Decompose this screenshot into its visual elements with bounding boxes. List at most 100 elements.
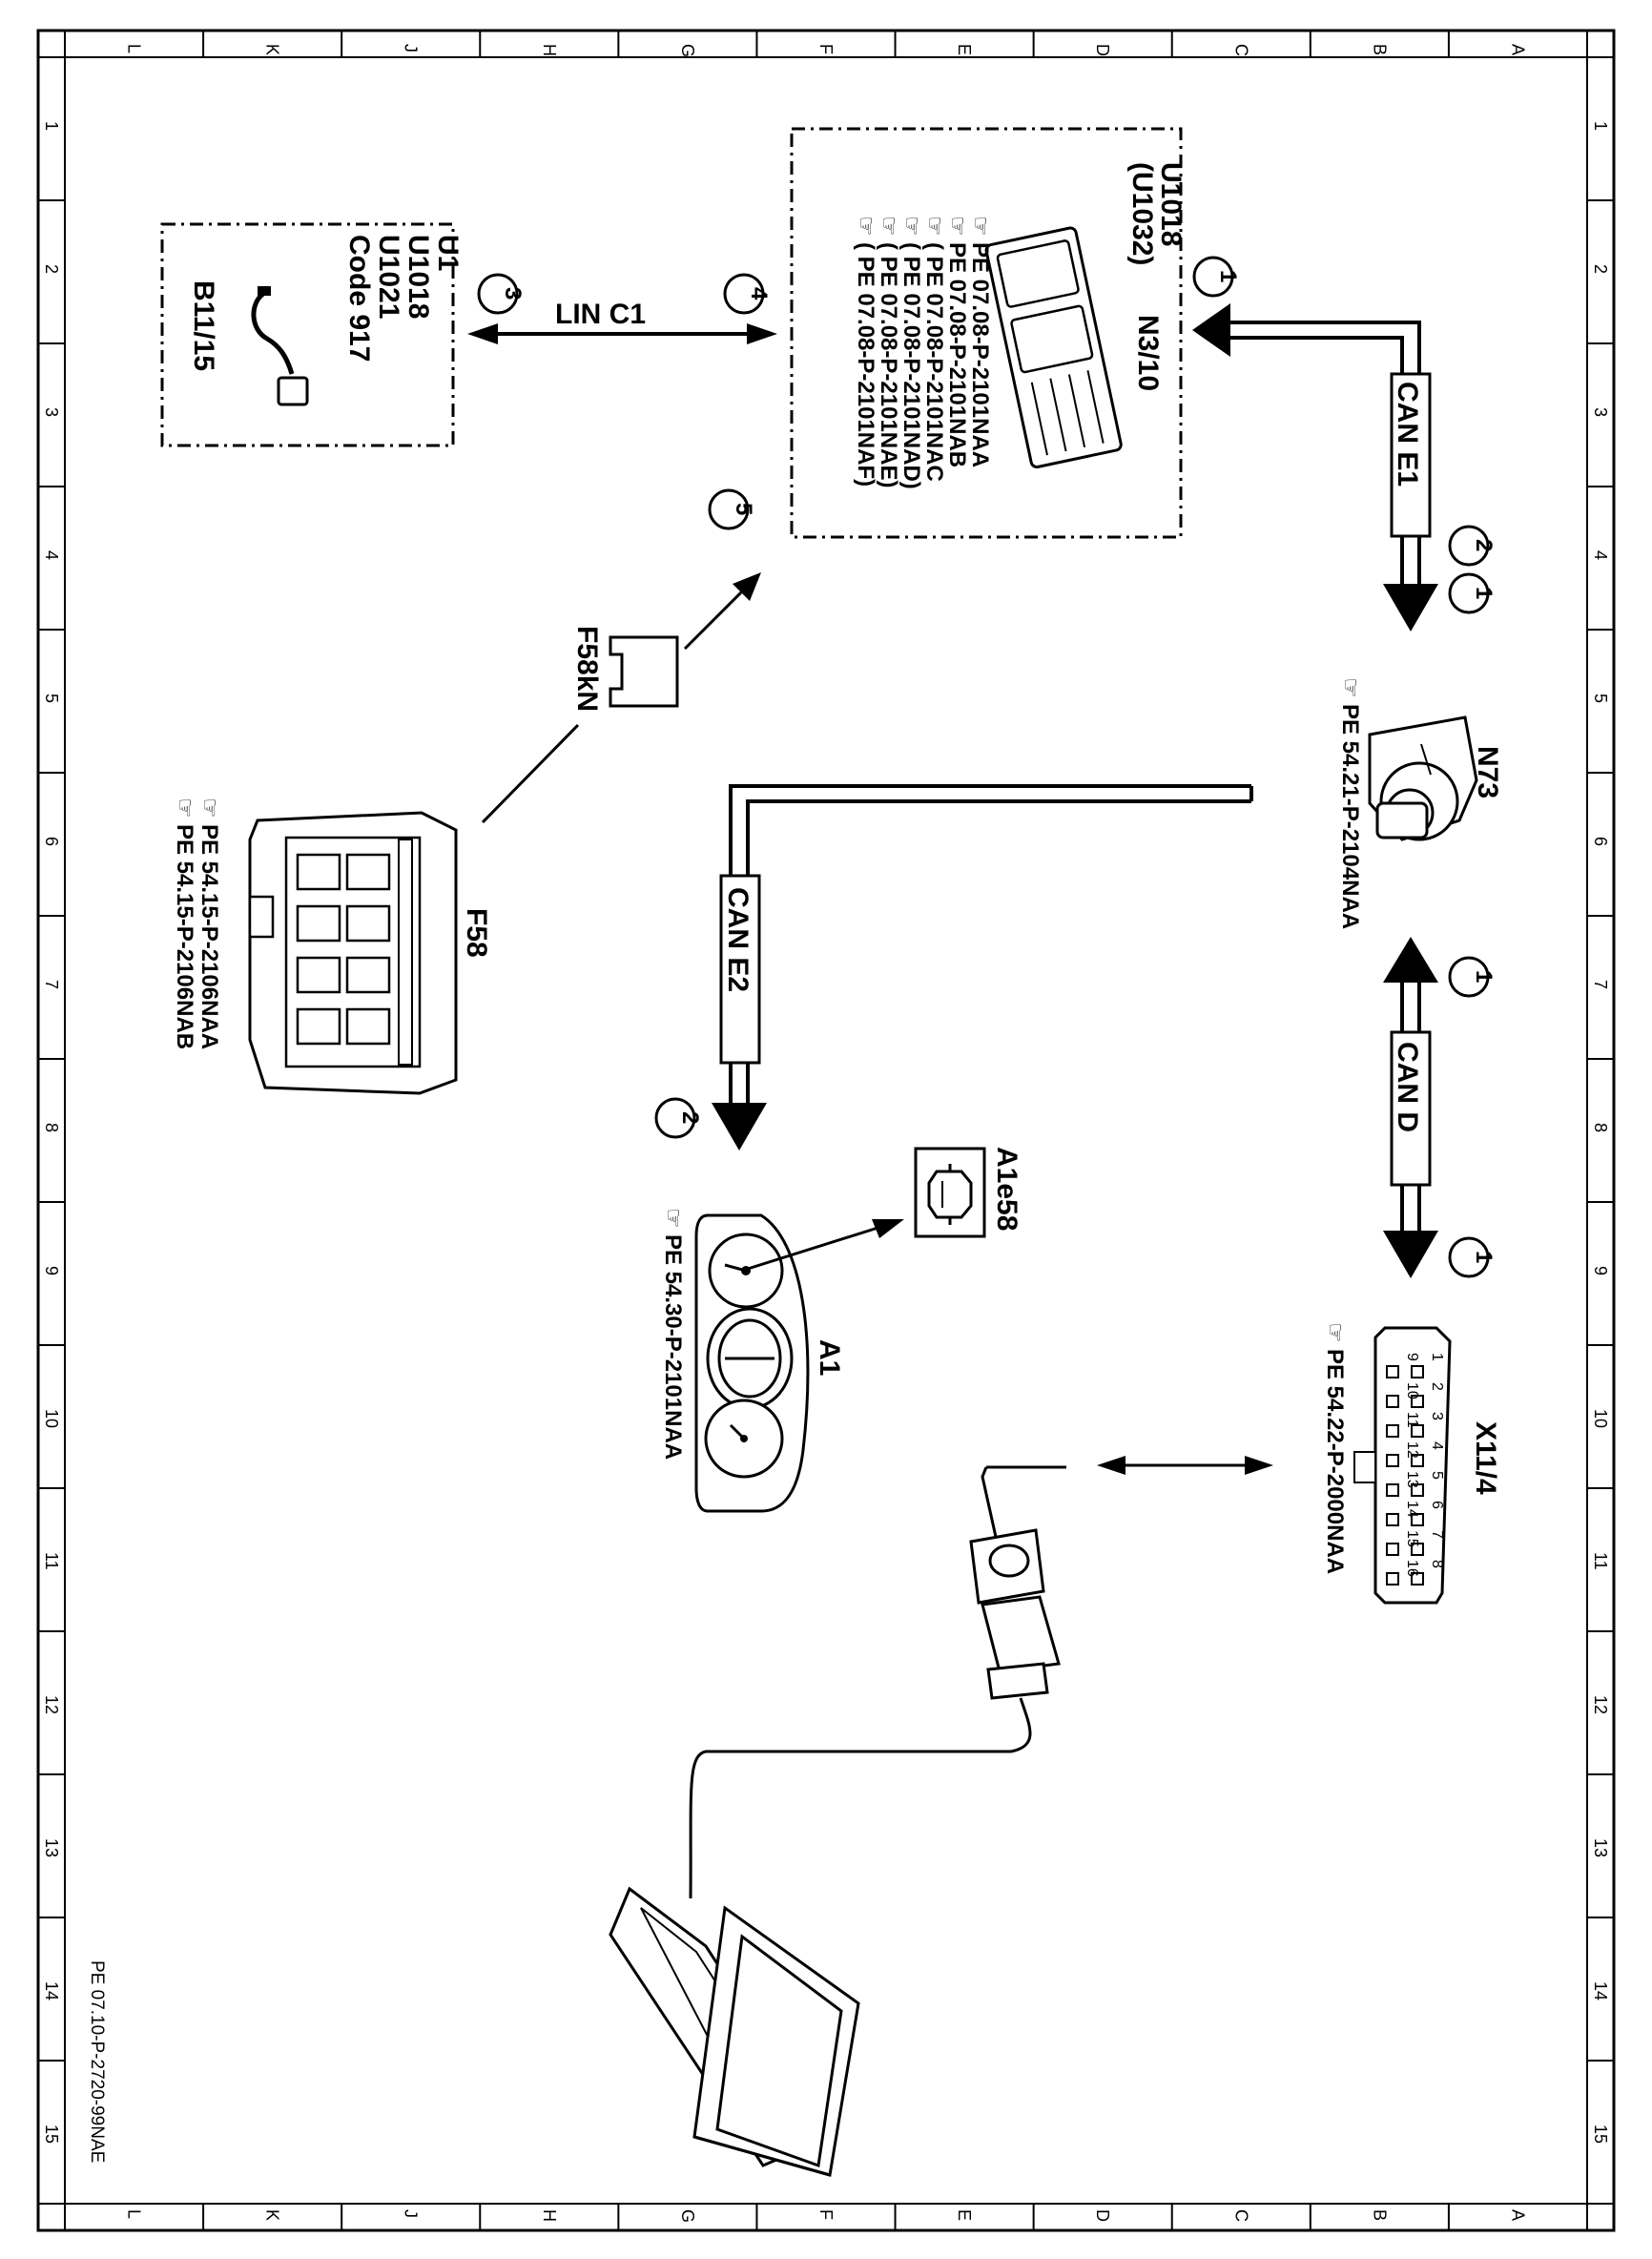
row-number: 1: [1591, 121, 1610, 131]
callout-number: 2: [677, 1111, 703, 1124]
obd-pin-number: 1: [1429, 1353, 1445, 1361]
row-number: 4: [1591, 550, 1610, 560]
obd-pin-number: 6: [1429, 1501, 1445, 1509]
obd-pin-number: 7: [1429, 1530, 1445, 1539]
callout-circle: [1448, 572, 1490, 614]
n73-name: N73: [1472, 746, 1503, 798]
callout-circle: [1448, 956, 1490, 998]
n3-10-references: ☞PE 07.08-P-2101NAA☞PE 07.08-P-2101NAB☞(…: [853, 216, 993, 489]
column-letter: F: [816, 2209, 836, 2220]
column-letter: L: [125, 44, 144, 53]
x11-4-name: X11/4: [1470, 1421, 1501, 1495]
n3-10-name: N3/10: [1132, 315, 1164, 391]
n3-10-reference-item: ( PE 07.08-P-2101NAE): [876, 242, 901, 487]
row-number: 3: [42, 407, 61, 417]
obd-pin: [1386, 1572, 1399, 1585]
tester-link: [609, 1456, 1273, 2177]
callout-circle: [654, 1097, 696, 1139]
row-number: 12: [42, 1695, 61, 1714]
frame-ticks: [38, 31, 1614, 2230]
can-e1-arrow-to-n3-10: [1192, 303, 1230, 357]
n3-10-reference-item: ( PE 07.08-P-2101NAF): [853, 242, 878, 487]
row-number: 14: [42, 1981, 61, 2000]
callout-number: 1: [1471, 1251, 1497, 1263]
column-letter: J: [402, 2209, 421, 2218]
obd-pin-number: 5: [1429, 1471, 1445, 1480]
obd-pin-number: 13: [1404, 1471, 1420, 1488]
b11-15-module: U1 U1018 U1021 Code 917 B11/15: [160, 222, 464, 447]
column-letter: E: [955, 2209, 974, 2221]
row-number: 6: [42, 837, 61, 846]
obd-pin: [1411, 1572, 1424, 1585]
row-number: 11: [1591, 1552, 1610, 1570]
can-d-label: CAN D: [1392, 1042, 1423, 1132]
n3-10-reference-item: ( PE 07.08-P-2101NAC: [921, 242, 947, 482]
a1-name: A1: [814, 1339, 845, 1376]
f58-module: F58 ☞ PE 54.15-P-2106NAA ☞ PE 54.15-P-21…: [172, 798, 492, 1095]
n3-10-pointer-icon: ☞: [944, 216, 970, 237]
obd-pin-number: 8: [1429, 1560, 1445, 1568]
row-number: 15: [42, 2124, 61, 2144]
f58kn-module: F58kN: [481, 572, 761, 824]
column-letter: L: [125, 2209, 144, 2219]
obd-pin: [1411, 1543, 1424, 1556]
row-number: 3: [1591, 407, 1610, 417]
row-number: 9: [42, 1266, 61, 1275]
column-letter: D: [1093, 44, 1112, 56]
row-number: 13: [1591, 1838, 1610, 1857]
obd-pin: [1386, 1395, 1399, 1408]
obd-pin-number: 16: [1404, 1560, 1420, 1577]
callout-circle: [1448, 525, 1490, 567]
obd-pin: [1386, 1365, 1399, 1378]
n3-10-pointer-icon: ☞: [921, 216, 947, 237]
column-letter: K: [263, 2209, 282, 2221]
row-number: 8: [42, 1123, 61, 1132]
column-letter: A: [1508, 2209, 1527, 2221]
callout-number: 1: [1471, 587, 1497, 599]
can-e1-bus: CAN E1: [1192, 303, 1438, 632]
row-number: 13: [42, 1838, 61, 1857]
can-e1-label-box: [1390, 372, 1432, 538]
callout-circle: [708, 488, 750, 530]
obd-pin: [1411, 1395, 1424, 1408]
obd-pin: [1411, 1365, 1424, 1378]
obd-pin-number: 11: [1404, 1412, 1420, 1428]
column-letter: J: [402, 44, 421, 52]
can-d-arrow-up: [1383, 937, 1438, 983]
obd-pin: [1411, 1424, 1424, 1438]
ignition-switch-icon: [1368, 715, 1478, 841]
row-number: 6: [1591, 837, 1610, 846]
row-number: 4: [42, 550, 61, 560]
ecu-icon: [984, 226, 1123, 469]
row-number: 2: [42, 264, 61, 274]
x11-4-pointer-icon: ☞: [1322, 1322, 1348, 1343]
f58-reference-1: PE 54.15-P-2106NAA: [196, 824, 222, 1049]
b11-15-label-u1021: U1021: [373, 235, 404, 319]
obd-pin: [1386, 1424, 1399, 1438]
callout-circle: [723, 273, 765, 315]
a1e58-name: A1e58: [991, 1147, 1022, 1231]
n73-pointer-icon: ☞: [1337, 677, 1363, 698]
f58kn-name: F58kN: [571, 626, 603, 712]
n3-10-pointer-icon: ☞: [967, 216, 993, 237]
callout-number: 3: [500, 287, 526, 300]
column-letter: C: [1231, 44, 1250, 56]
row-number: 8: [1591, 1123, 1610, 1132]
row-number: 5: [42, 694, 61, 703]
n3-10-module: U1018 (U1032) N3/10 ☞PE 07.08-P-2101NAA☞…: [790, 127, 1187, 539]
b11-15-label-u1: U1: [432, 235, 464, 271]
row-number: 11: [42, 1552, 61, 1570]
diagnostic-plug-icon: [969, 1528, 1061, 1700]
f58-name: F58: [461, 908, 492, 958]
callout-circle: [477, 273, 519, 315]
n73-reference: PE 54.21-P-2104NAA: [1337, 704, 1363, 929]
column-letter: H: [540, 44, 559, 56]
n3-10-dashed-box: [790, 127, 1183, 539]
column-letter: A: [1508, 44, 1527, 55]
callout-number: 1: [1471, 970, 1497, 983]
callout-number: 5: [731, 503, 756, 515]
